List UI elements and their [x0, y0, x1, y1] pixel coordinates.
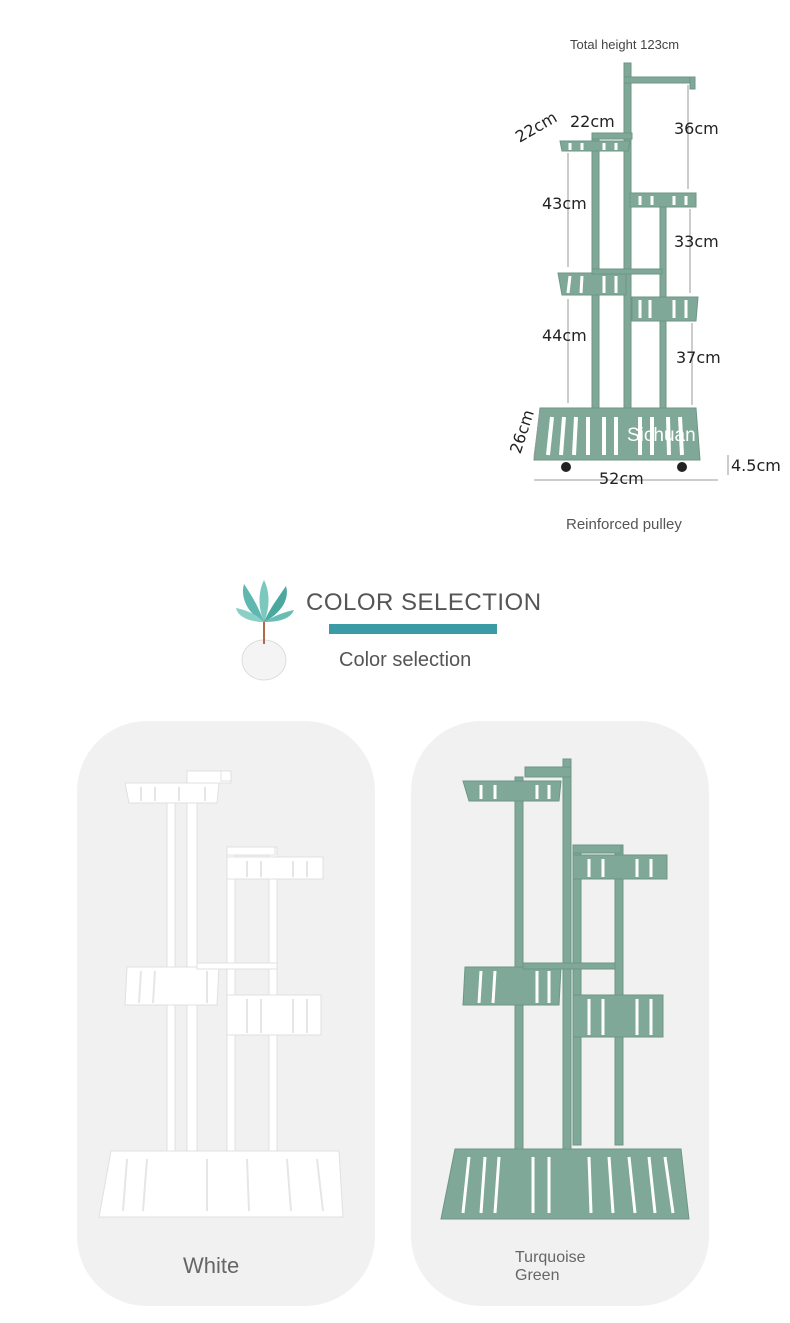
- watermark: Sichuan: [627, 425, 696, 446]
- section-subtitle: Color selection: [339, 649, 472, 671]
- section-title: COLOR SELECTION: [306, 589, 542, 616]
- green-shelf-image: [440, 758, 690, 1220]
- dim-left-upper: 43cm: [542, 194, 587, 213]
- dim-wheel-height: 4.5cm: [731, 456, 781, 475]
- succulent-pot-icon: [236, 580, 294, 681]
- pulley-caption: Reinforced pulley: [566, 516, 682, 533]
- color-option-white[interactable]: White: [77, 721, 375, 1306]
- dim-right-middle: 33cm: [674, 232, 719, 251]
- total-height-label: Total height 123cm: [570, 37, 680, 52]
- section-accent-bar: [329, 624, 497, 634]
- dim-right-top: 36cm: [674, 119, 719, 138]
- color-option-turquoise-green[interactable]: Turquoise Green: [411, 721, 709, 1306]
- dim-right-lower: 37cm: [676, 348, 721, 367]
- dim-top-width: 22cm: [570, 112, 615, 131]
- option-label-white: White: [183, 1253, 240, 1278]
- shelf-dimension-diagram: [533, 62, 729, 481]
- white-shelf-image: [98, 770, 344, 1218]
- dim-left-lower: 44cm: [542, 326, 587, 345]
- option-label-line2: Green: [515, 1267, 560, 1284]
- dim-base-width: 52cm: [599, 469, 644, 488]
- option-label-turquoise-green: Turquoise Green: [515, 1249, 586, 1285]
- option-label-line1: Turquoise: [515, 1249, 586, 1266]
